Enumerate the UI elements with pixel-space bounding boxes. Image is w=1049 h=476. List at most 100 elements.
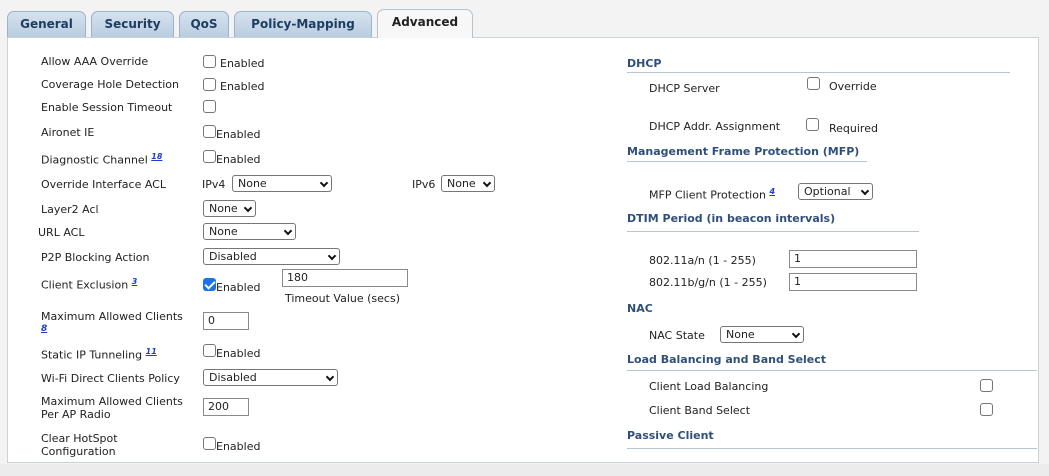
mfp-client-protection-value: Optional bbox=[804, 185, 851, 198]
client-exclusion-checkbox[interactable] bbox=[203, 278, 216, 291]
coverage-hole-detection-label: Coverage Hole Detection bbox=[41, 78, 179, 91]
tab-policy-mapping[interactable]: Policy-Mapping bbox=[234, 11, 372, 37]
static-ip-tunneling-text: Static IP Tunneling bbox=[41, 348, 143, 362]
ipv6-acl-select[interactable]: None bbox=[441, 175, 495, 192]
dhcp-server-override-label: Override bbox=[829, 80, 877, 93]
allow-aaa-override-label: Allow AAA Override bbox=[41, 55, 149, 68]
dtim-80211a-label: 802.11a/n (1 - 255) bbox=[649, 254, 756, 267]
dhcp-server-label: DHCP Server bbox=[649, 82, 720, 95]
chevron-down-icon bbox=[283, 226, 293, 236]
client-exclusion-label: Client Exclusion 3 bbox=[41, 277, 137, 292]
diagnostic-channel-checkbox[interactable] bbox=[203, 150, 216, 163]
static-ip-tunneling-footnote-link[interactable]: 11 bbox=[145, 347, 157, 356]
wifi-direct-clients-policy-select[interactable]: Disabled bbox=[203, 369, 338, 386]
diagnostic-channel-label: Diagnostic Channel 18 bbox=[41, 152, 162, 167]
coverage-hole-detection-checkbox[interactable] bbox=[203, 78, 216, 91]
p2p-blocking-action-label: P2P Blocking Action bbox=[41, 251, 150, 264]
chevron-down-icon bbox=[327, 251, 337, 261]
tab-general[interactable]: General bbox=[7, 11, 86, 37]
static-ip-tunneling-label: Static IP Tunneling 11 bbox=[41, 347, 157, 362]
dtim-80211b-input[interactable]: 1 bbox=[789, 273, 917, 291]
max-clients-per-ap-radio-label-line2: Per AP Radio bbox=[41, 408, 111, 421]
ipv4-acl-select[interactable]: None bbox=[232, 175, 332, 192]
maximum-allowed-clients-input[interactable]: 0 bbox=[203, 312, 249, 330]
aironet-ie-checkbox[interactable] bbox=[203, 125, 216, 138]
dhcp-divider bbox=[627, 72, 1010, 73]
tab-advanced[interactable]: Advanced bbox=[377, 9, 473, 38]
dtim-80211a-input[interactable]: 1 bbox=[789, 250, 917, 268]
client-exclusion-footnote-link[interactable]: 3 bbox=[131, 277, 138, 286]
passive-client-divider bbox=[627, 448, 1037, 449]
layer2-acl-label: Layer2 Acl bbox=[41, 203, 99, 216]
page-bottom-strip bbox=[0, 464, 1049, 476]
wifi-direct-clients-policy-label: Wi-Fi Direct Clients Policy bbox=[41, 372, 180, 385]
nac-state-value: None bbox=[726, 328, 755, 341]
coverage-hole-detection-enabled-label: Enabled bbox=[220, 80, 265, 93]
dtim-section-header: DTIM Period (in beacon intervals) bbox=[627, 212, 836, 225]
chevron-down-icon bbox=[860, 186, 870, 196]
mfp-section-header: Management Frame Protection (MFP) bbox=[627, 145, 860, 158]
layer2-acl-select[interactable]: None bbox=[203, 200, 256, 217]
dtim-divider bbox=[627, 231, 919, 232]
diagnostic-channel-footnote-link[interactable]: 18 bbox=[151, 152, 163, 161]
load-balancing-section-header: Load Balancing and Band Select bbox=[627, 353, 827, 366]
aironet-ie-enabled-label: Enabled bbox=[216, 128, 261, 141]
ipv4-acl-value: None bbox=[238, 177, 267, 190]
maximum-allowed-clients-label: Maximum Allowed Clients bbox=[41, 310, 183, 323]
url-acl-value: None bbox=[209, 225, 238, 238]
dhcp-addr-required-label: Required bbox=[829, 122, 878, 135]
ipv6-acl-value: None bbox=[447, 177, 476, 190]
allow-aaa-override-enabled-label: Enabled bbox=[220, 57, 265, 70]
ipv4-label: IPv4 bbox=[202, 178, 226, 191]
load-balancing-divider bbox=[627, 370, 1037, 371]
layer2-acl-value: None bbox=[209, 202, 238, 215]
url-acl-label: URL ACL bbox=[38, 226, 85, 239]
passive-client-section-header: Passive Client bbox=[627, 429, 714, 442]
enable-session-timeout-checkbox[interactable] bbox=[203, 100, 216, 113]
mfp-client-protection-text: MFP Client Protection bbox=[649, 188, 766, 202]
timeout-value-label: Timeout Value (secs) bbox=[285, 292, 400, 305]
chevron-down-icon bbox=[791, 329, 801, 339]
dhcp-addr-assignment-label: DHCP Addr. Assignment bbox=[649, 120, 781, 133]
ipv6-label: IPv6 bbox=[412, 178, 436, 191]
dhcp-addr-required-checkbox[interactable] bbox=[806, 118, 819, 131]
allow-aaa-override-checkbox[interactable] bbox=[203, 55, 216, 68]
client-load-balancing-label: Client Load Balancing bbox=[649, 380, 769, 393]
max-clients-per-ap-radio-label-line1: Maximum Allowed Clients bbox=[41, 395, 183, 408]
wifi-direct-clients-policy-value: Disabled bbox=[209, 371, 257, 384]
nac-section-header: NAC bbox=[627, 302, 653, 315]
client-load-balancing-checkbox[interactable] bbox=[980, 379, 993, 392]
diagnostic-channel-enabled-label: Enabled bbox=[216, 153, 261, 166]
chevron-down-icon bbox=[482, 178, 492, 188]
url-acl-select[interactable]: None bbox=[203, 223, 296, 240]
static-ip-tunneling-enabled-label: Enabled bbox=[216, 347, 261, 360]
mfp-client-protection-footnote-link[interactable]: 4 bbox=[769, 187, 776, 196]
chevron-down-icon bbox=[243, 203, 253, 213]
mfp-client-protection-select[interactable]: Optional bbox=[798, 183, 873, 200]
client-band-select-checkbox[interactable] bbox=[980, 403, 993, 416]
nac-state-select[interactable]: None bbox=[720, 326, 804, 343]
aironet-ie-label: Aironet IE bbox=[41, 126, 95, 139]
clear-hotspot-enabled-label: Enabled bbox=[216, 440, 261, 453]
mfp-divider bbox=[627, 161, 867, 162]
client-exclusion-enabled-label: Enabled bbox=[216, 281, 261, 294]
maximum-allowed-clients-footnote-link[interactable]: 8 bbox=[41, 324, 48, 334]
nac-state-label: NAC State bbox=[649, 329, 705, 342]
override-interface-acl-label: Override Interface ACL bbox=[41, 178, 166, 191]
dhcp-server-override-checkbox[interactable] bbox=[807, 77, 820, 90]
chevron-down-icon bbox=[325, 372, 335, 382]
chevron-down-icon bbox=[319, 178, 329, 188]
clear-hotspot-checkbox[interactable] bbox=[203, 437, 216, 450]
client-exclusion-text: Client Exclusion bbox=[41, 278, 129, 292]
dtim-80211b-label: 802.11b/g/n (1 - 255) bbox=[649, 276, 767, 289]
p2p-blocking-action-value: Disabled bbox=[209, 250, 257, 263]
p2p-blocking-action-select[interactable]: Disabled bbox=[203, 248, 340, 265]
tab-qos[interactable]: QoS bbox=[179, 11, 229, 37]
clear-hotspot-label-line2: Configuration bbox=[41, 445, 116, 458]
tab-security[interactable]: Security bbox=[91, 11, 174, 37]
enable-session-timeout-label: Enable Session Timeout bbox=[41, 101, 173, 114]
max-clients-per-ap-radio-input[interactable]: 200 bbox=[203, 398, 249, 416]
client-exclusion-timeout-input[interactable]: 180 bbox=[282, 269, 408, 287]
mfp-client-protection-label: MFP Client Protection 4 bbox=[649, 187, 775, 202]
static-ip-tunneling-checkbox[interactable] bbox=[203, 344, 216, 357]
